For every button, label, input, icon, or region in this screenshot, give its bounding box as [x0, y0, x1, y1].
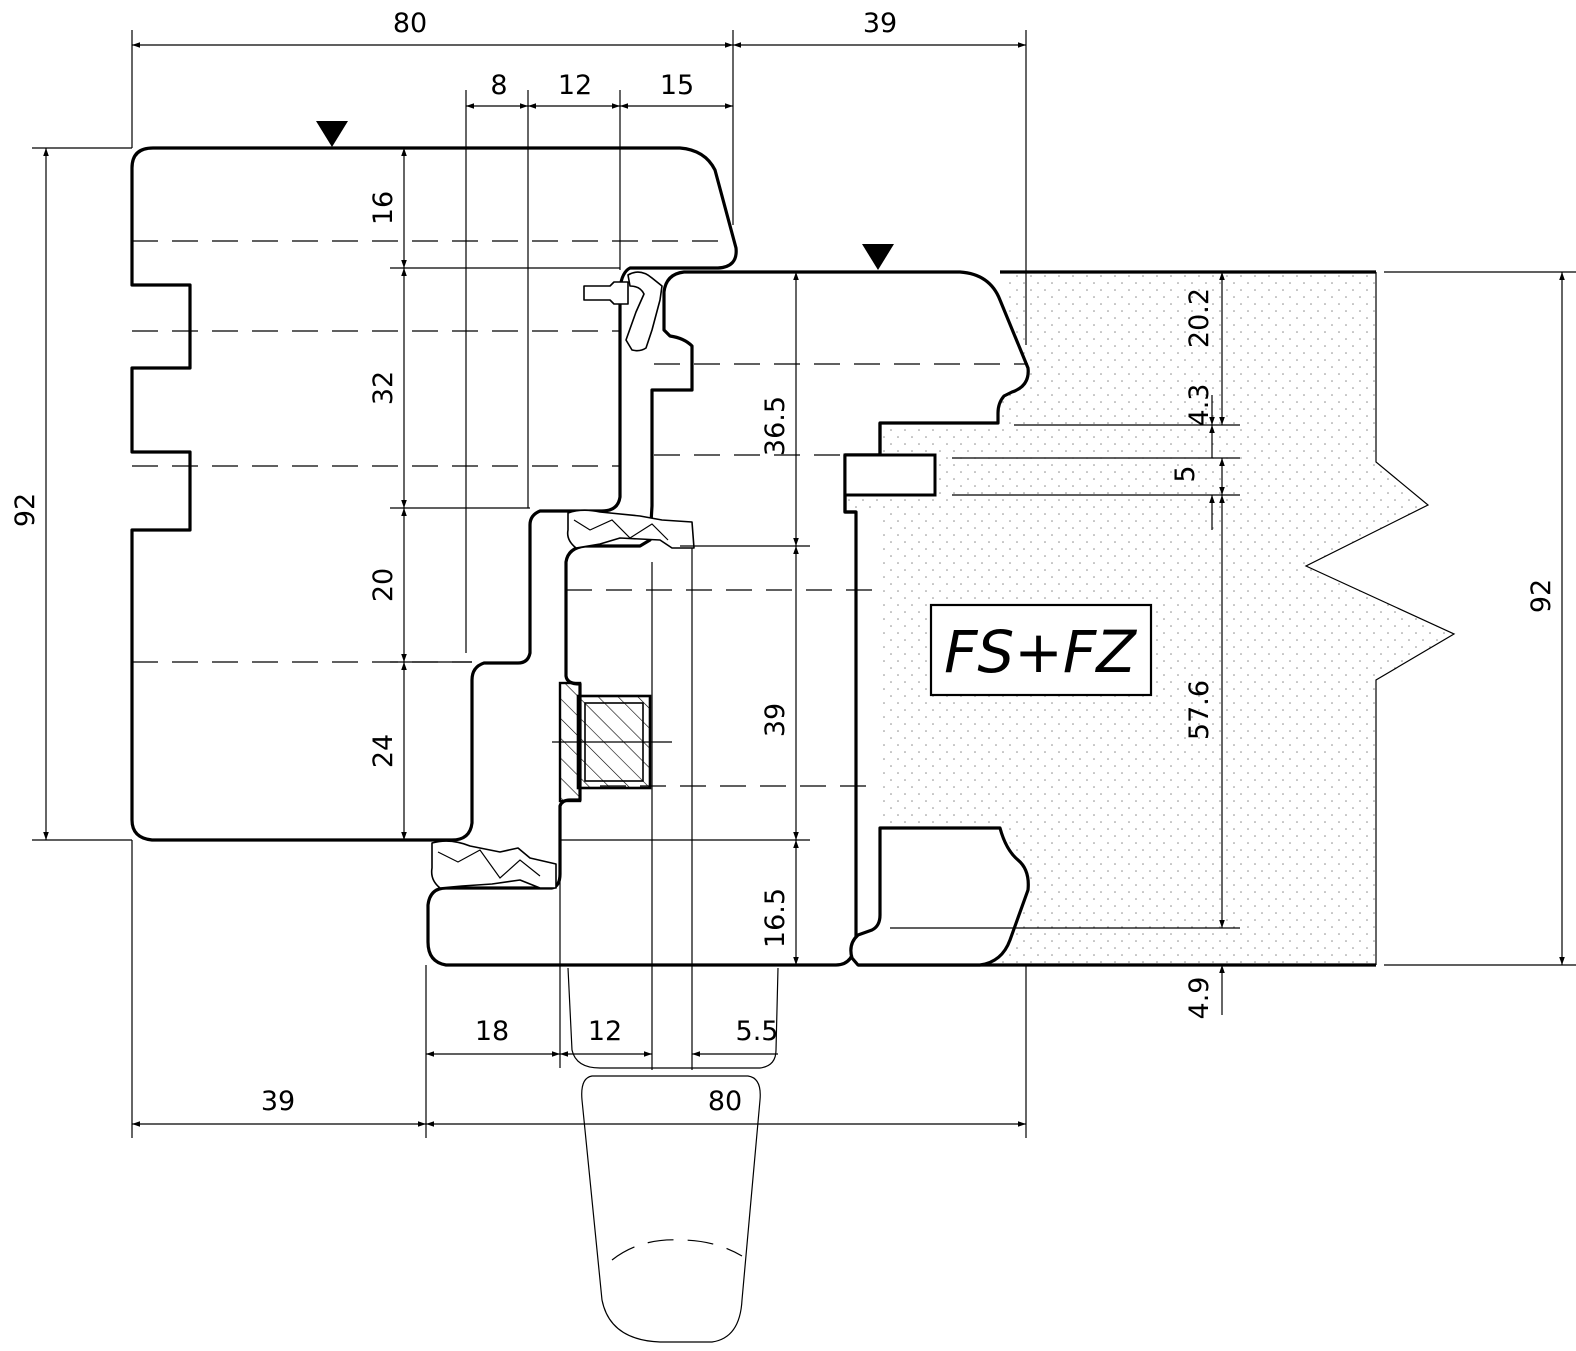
dim-top-step-12: 12 — [558, 70, 592, 101]
dim-vert-16: 16 — [368, 191, 399, 225]
dim-vert-39: 39 — [760, 703, 791, 737]
profile-label: FS+FZ — [944, 618, 1137, 686]
reference-lines — [32, 30, 1576, 1138]
top-gasket — [625, 271, 663, 352]
bottom-gasket-detail — [437, 849, 541, 879]
middle-gasket-detail — [573, 519, 669, 541]
dim-vert-20: 20 — [368, 568, 399, 602]
middle-gasket — [566, 509, 695, 549]
dim-top-overall-frame: 80 — [393, 8, 427, 39]
dim-bottom-5-5: 5.5 — [736, 1016, 779, 1047]
glazing-bead-bottom — [849, 826, 1030, 967]
wall-break-line — [1304, 272, 1456, 965]
dim-vert-32: 32 — [368, 371, 399, 405]
dim-vert-24: 24 — [368, 734, 399, 768]
dim-vert-20-2: 20.2 — [1184, 288, 1215, 348]
handle-neck — [567, 967, 779, 1069]
dimension-lines — [43, 42, 1565, 1127]
frame-profile — [130, 146, 738, 842]
dim-bottom-18: 18 — [475, 1016, 509, 1047]
bottom-gasket — [430, 840, 557, 889]
dim-right-height: 92 — [1526, 579, 1557, 613]
level-marker-frame — [316, 121, 348, 147]
dim-vert-36-5: 36.5 — [760, 396, 791, 456]
dim-bottom-39: 39 — [261, 1086, 295, 1117]
handle-grip — [581, 1075, 761, 1343]
handle-grip-detail — [611, 1239, 743, 1261]
sash-groove-insert — [843, 453, 937, 497]
dim-bottom-80: 80 — [708, 1086, 742, 1117]
dim-top-step-15: 15 — [660, 70, 694, 101]
dim-top-overall-sash: 39 — [863, 8, 897, 39]
profile-label-box — [929, 603, 1153, 697]
level-marker-sash — [862, 244, 894, 270]
dim-vert-57-6: 57.6 — [1184, 680, 1215, 740]
dim-vert-16-5: 16.5 — [760, 888, 791, 948]
dim-bottom-12: 12 — [588, 1016, 622, 1047]
dim-vert-4-3: 4.3 — [1184, 384, 1215, 427]
dim-vert-4-9: 4.9 — [1184, 977, 1215, 1020]
dim-top-step-8: 8 — [490, 70, 507, 101]
top-seal-clip — [583, 281, 629, 305]
dim-left-height: 92 — [10, 493, 41, 527]
dim-vert-5: 5 — [1170, 465, 1201, 482]
